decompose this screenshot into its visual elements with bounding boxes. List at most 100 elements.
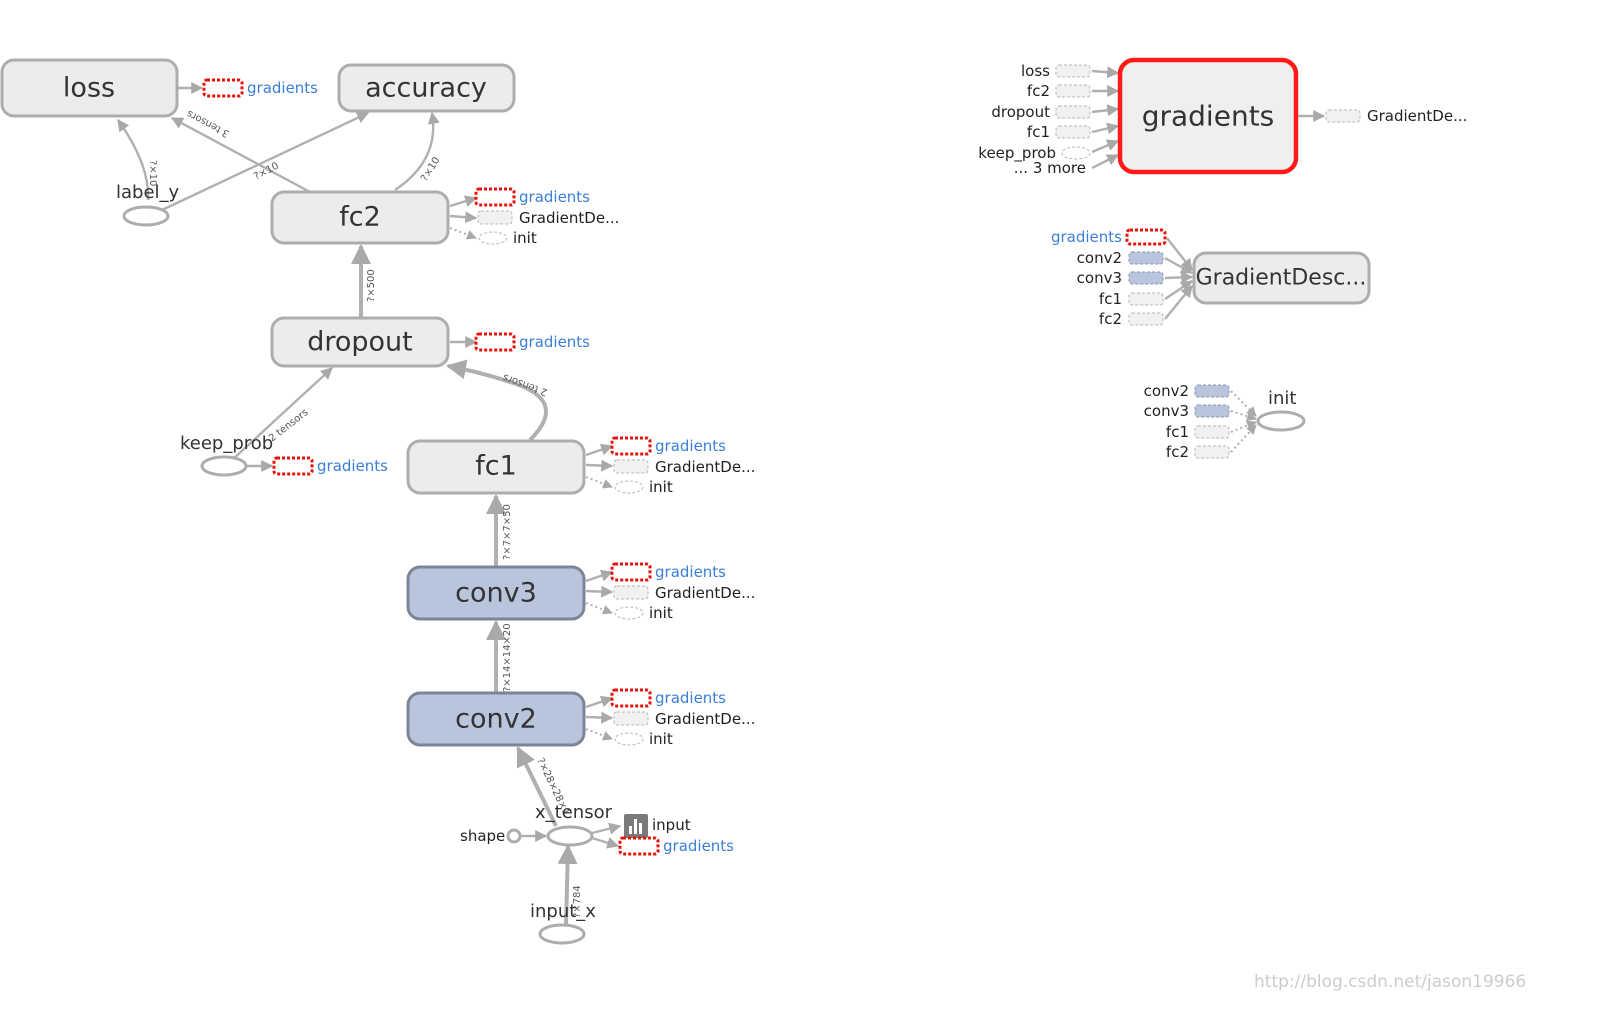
aux-gradients-conv2[interactable]: gradients [610,688,726,708]
edge-xtensor-to-conv2 [516,746,558,827]
svg-text:dropout: dropout [991,103,1050,121]
gradient-desc-input-conv3[interactable]: conv3 [1077,269,1164,287]
svg-text:gradients: gradients [519,333,590,351]
gradients-input-loss[interactable]: loss [1021,62,1120,80]
edge-inputx-to-xtensor [557,844,578,927]
node-conv3[interactable]: conv3 [406,565,586,621]
edge-keepprob-to-dropout [231,367,333,461]
gradients-input-fc1[interactable]: fc1 [1027,122,1120,141]
aux-gradients-fc2[interactable]: gradients [474,187,590,207]
aux-gradientdesc-fc1[interactable]: GradientDe... [613,458,755,476]
init-input-fc1[interactable]: fc1 [1166,423,1230,441]
gradient-desc-panel: gradients conv2 conv3 fc1 fc2 Gra [1051,228,1371,328]
svg-text:conv2: conv2 [1144,382,1189,400]
node-fc1[interactable]: fc1 [406,439,586,495]
aux-gradients-conv3[interactable]: gradients [610,562,726,582]
node-dropout[interactable]: dropout [270,316,450,368]
node-loss[interactable]: loss [0,58,179,118]
gradients-input-dropout[interactable]: dropout [991,103,1120,121]
edge-fc1-to-dropout [446,359,548,442]
svg-text:gradients: gradients [655,437,726,455]
node-shape[interactable]: shape [460,827,522,845]
init-node-label: init [1268,388,1296,409]
aux-init-fc2[interactable]: init [478,229,537,247]
svg-text:init: init [649,730,673,748]
svg-text:fc1: fc1 [1099,290,1122,308]
node-dropout-label: dropout [307,327,413,358]
edge-label-to-loss [117,119,150,201]
svg-text:init: init [649,604,673,622]
gradients-input-keep-prob[interactable]: keep_prob [978,139,1120,163]
node-input-x-label: input_x [530,901,596,922]
init-edges [1230,390,1257,453]
edge-xtensor-to-gradients [591,836,620,849]
svg-text:gradients: gradients [1051,228,1122,246]
aux-gradientdesc-conv2[interactable]: GradientDe... [613,710,755,728]
svg-text:conv3: conv3 [1077,269,1122,287]
svg-text:GradientDe...: GradientDe... [519,209,619,227]
node-input-summary-label: input [652,816,691,834]
init-node[interactable]: init [1256,388,1306,432]
gradients-panel: loss fc2 dropout fc1 keep_prob [978,57,1467,177]
svg-text:fc1: fc1 [1027,123,1050,141]
aux-gradientdesc-fc2[interactable]: GradientDe... [477,209,619,227]
aux-gradients-loss[interactable]: gradients [202,78,318,98]
svg-text:GradientDe...: GradientDe... [655,710,755,728]
edge-xtensor-to-input [591,822,622,835]
aux-init-fc1[interactable]: init [614,478,673,496]
svg-text:fc2: fc2 [1027,82,1050,100]
gradient-desc-input-conv2[interactable]: conv2 [1077,249,1164,267]
svg-text:GradientDe...: GradientDe... [655,584,755,602]
svg-text:keep_prob: keep_prob [978,144,1056,163]
gradients-input-fc2[interactable]: fc2 [1027,82,1120,100]
svg-text:GradientDe...: GradientDe... [1367,107,1467,125]
gradients-node[interactable]: gradients [1117,57,1299,175]
node-keep-prob[interactable]: keep_prob [180,433,273,477]
aux-gradients-xtensor[interactable]: gradients [618,836,734,856]
node-x-tensor[interactable]: x_tensor [535,802,613,847]
svg-text:fc1: fc1 [1166,423,1189,441]
gradient-desc-node[interactable]: GradientDesc... [1192,251,1371,305]
watermark: http://blog.csdn.net/jason19966 [1254,972,1526,992]
svg-text:init: init [513,229,537,247]
aux-init-conv3[interactable]: init [614,604,673,622]
edge-label-fc2-to-accuracy-b: ?×10 [419,155,442,183]
svg-text:init: init [649,478,673,496]
aux-gradients-fc1[interactable]: gradients [610,436,726,456]
gradient-desc-input-fc2[interactable]: fc2 [1099,310,1164,328]
svg-text:gradients: gradients [655,689,726,707]
init-input-fc2[interactable]: fc2 [1166,443,1230,461]
init-panel: conv2 conv3 fc1 fc2 init [1144,382,1306,461]
node-fc2-label: fc2 [339,202,381,233]
aux-gradients-dropout[interactable]: gradients [474,332,590,352]
edge-label-to-accuracy [161,111,370,212]
svg-text:gradients: gradients [317,457,388,475]
edge-label-dropout-to-fc2: ?×500 [366,269,377,302]
aux-gradients-keepprob[interactable]: gradients [272,456,388,476]
node-accuracy[interactable]: accuracy [337,63,516,113]
node-loss-label: loss [63,73,115,104]
aux-init-conv2[interactable]: init [614,730,673,748]
gradient-desc-input-fc1[interactable]: fc1 [1099,290,1164,308]
node-fc1-label: fc1 [475,451,517,482]
node-fc2[interactable]: fc2 [270,190,450,245]
gradients-input-more[interactable]: ... 3 more [1014,153,1120,177]
init-input-conv2[interactable]: conv2 [1144,382,1230,400]
node-input-x[interactable]: input_x [530,901,596,945]
aux-gradientdesc-conv3[interactable]: GradientDe... [613,584,755,602]
svg-text:gradients: gradients [655,563,726,581]
aux-edges [178,82,614,741]
node-input-summary[interactable]: input [624,814,691,838]
node-conv3-label: conv3 [455,578,537,609]
svg-text:... 3 more: ... 3 more [1014,159,1086,177]
node-label-y[interactable]: label_y [116,182,180,227]
node-x-tensor-label: x_tensor [535,802,613,823]
gradients-output-gradientdesc[interactable]: GradientDe... [1325,107,1467,125]
edge-label-fc2-to-loss: 3 tensors [185,107,231,139]
node-conv2[interactable]: conv2 [406,691,586,747]
edge-label-fc1-to-dropout: 2 tensors [501,371,549,397]
gradient-desc-input-gradients[interactable]: gradients [1051,228,1167,246]
init-input-conv3[interactable]: conv3 [1144,402,1230,420]
edge-label-conv2-to-conv3: ?×14×14×20 [502,623,513,692]
